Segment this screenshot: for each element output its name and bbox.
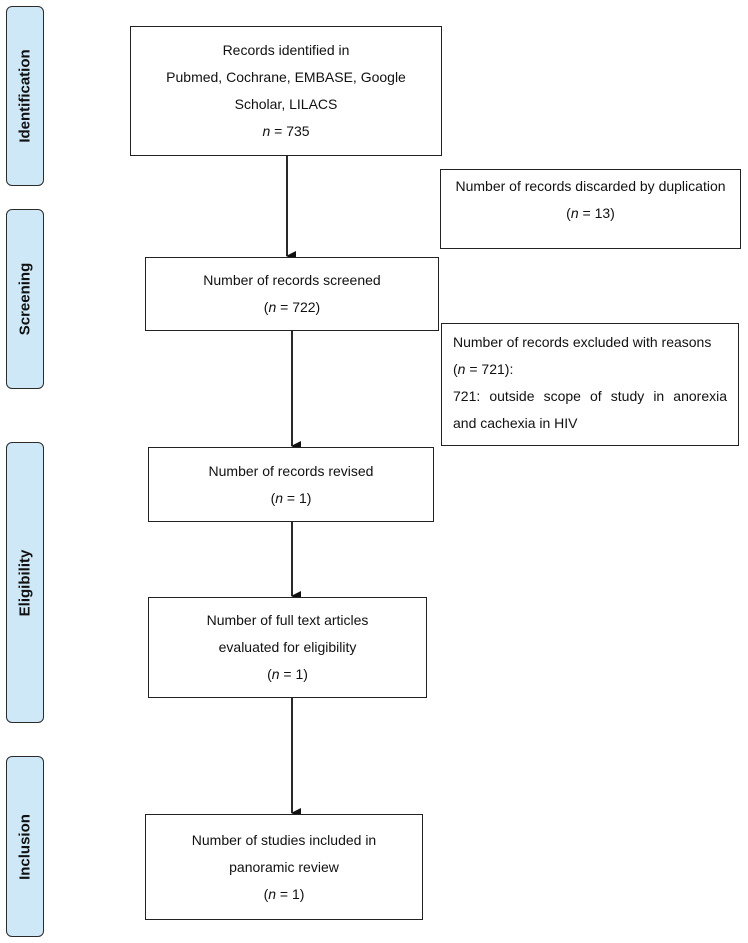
included-line2: panoramic review [229, 858, 339, 875]
stage-identification: Identification [6, 6, 44, 186]
identified-count: n = 735 [262, 123, 310, 139]
fulltext-box: Number of full text articles evaluated f… [148, 597, 427, 698]
revised-count: (n = 1) [270, 489, 312, 506]
excluded-line3: 721: outside scope of study in anorexia [453, 388, 727, 404]
excluded-line1: Number of records excluded with reasons [453, 334, 712, 350]
fulltext-count: (n = 1) [267, 666, 308, 682]
excluded-box: Number of records excluded with reasons … [441, 323, 739, 446]
duplicates-count: (n = 13) [566, 205, 615, 221]
identified-line1: Records identified in [222, 42, 350, 58]
stage-eligibility: Eligibility [6, 442, 44, 723]
fulltext-line2: evaluated for eligibility [218, 639, 357, 655]
revised-line1: Number of records revised [208, 462, 374, 479]
screened-line1: Number of records screened [203, 272, 381, 288]
revised-box: Number of records revised (n = 1) [148, 447, 434, 522]
excluded-line4: and cachexia in HIV [453, 415, 578, 431]
included-count: (n = 1) [263, 885, 305, 902]
duplicates-line1: Number of records discarded by duplicati… [455, 178, 726, 194]
stage-screening: Screening [6, 209, 44, 389]
screened-box: Number of records screened (n = 722) [145, 257, 439, 331]
stage-inclusion: Inclusion [6, 756, 44, 937]
excluded-count: (n = 721): [453, 361, 514, 377]
included-box: Number of studies included in panoramic … [145, 814, 423, 920]
identified-line2: Pubmed, Cochrane, EMBASE, Google [166, 69, 406, 85]
fulltext-line1: Number of full text articles [206, 612, 369, 628]
identified-line3: Scholar, LILACS [234, 96, 338, 112]
screened-count: (n = 722) [263, 299, 321, 315]
identified-box: Records identified in Pubmed, Cochrane, … [130, 26, 442, 156]
duplicates-box: Number of records discarded by duplicati… [440, 169, 741, 249]
included-line1: Number of studies included in [191, 831, 377, 848]
